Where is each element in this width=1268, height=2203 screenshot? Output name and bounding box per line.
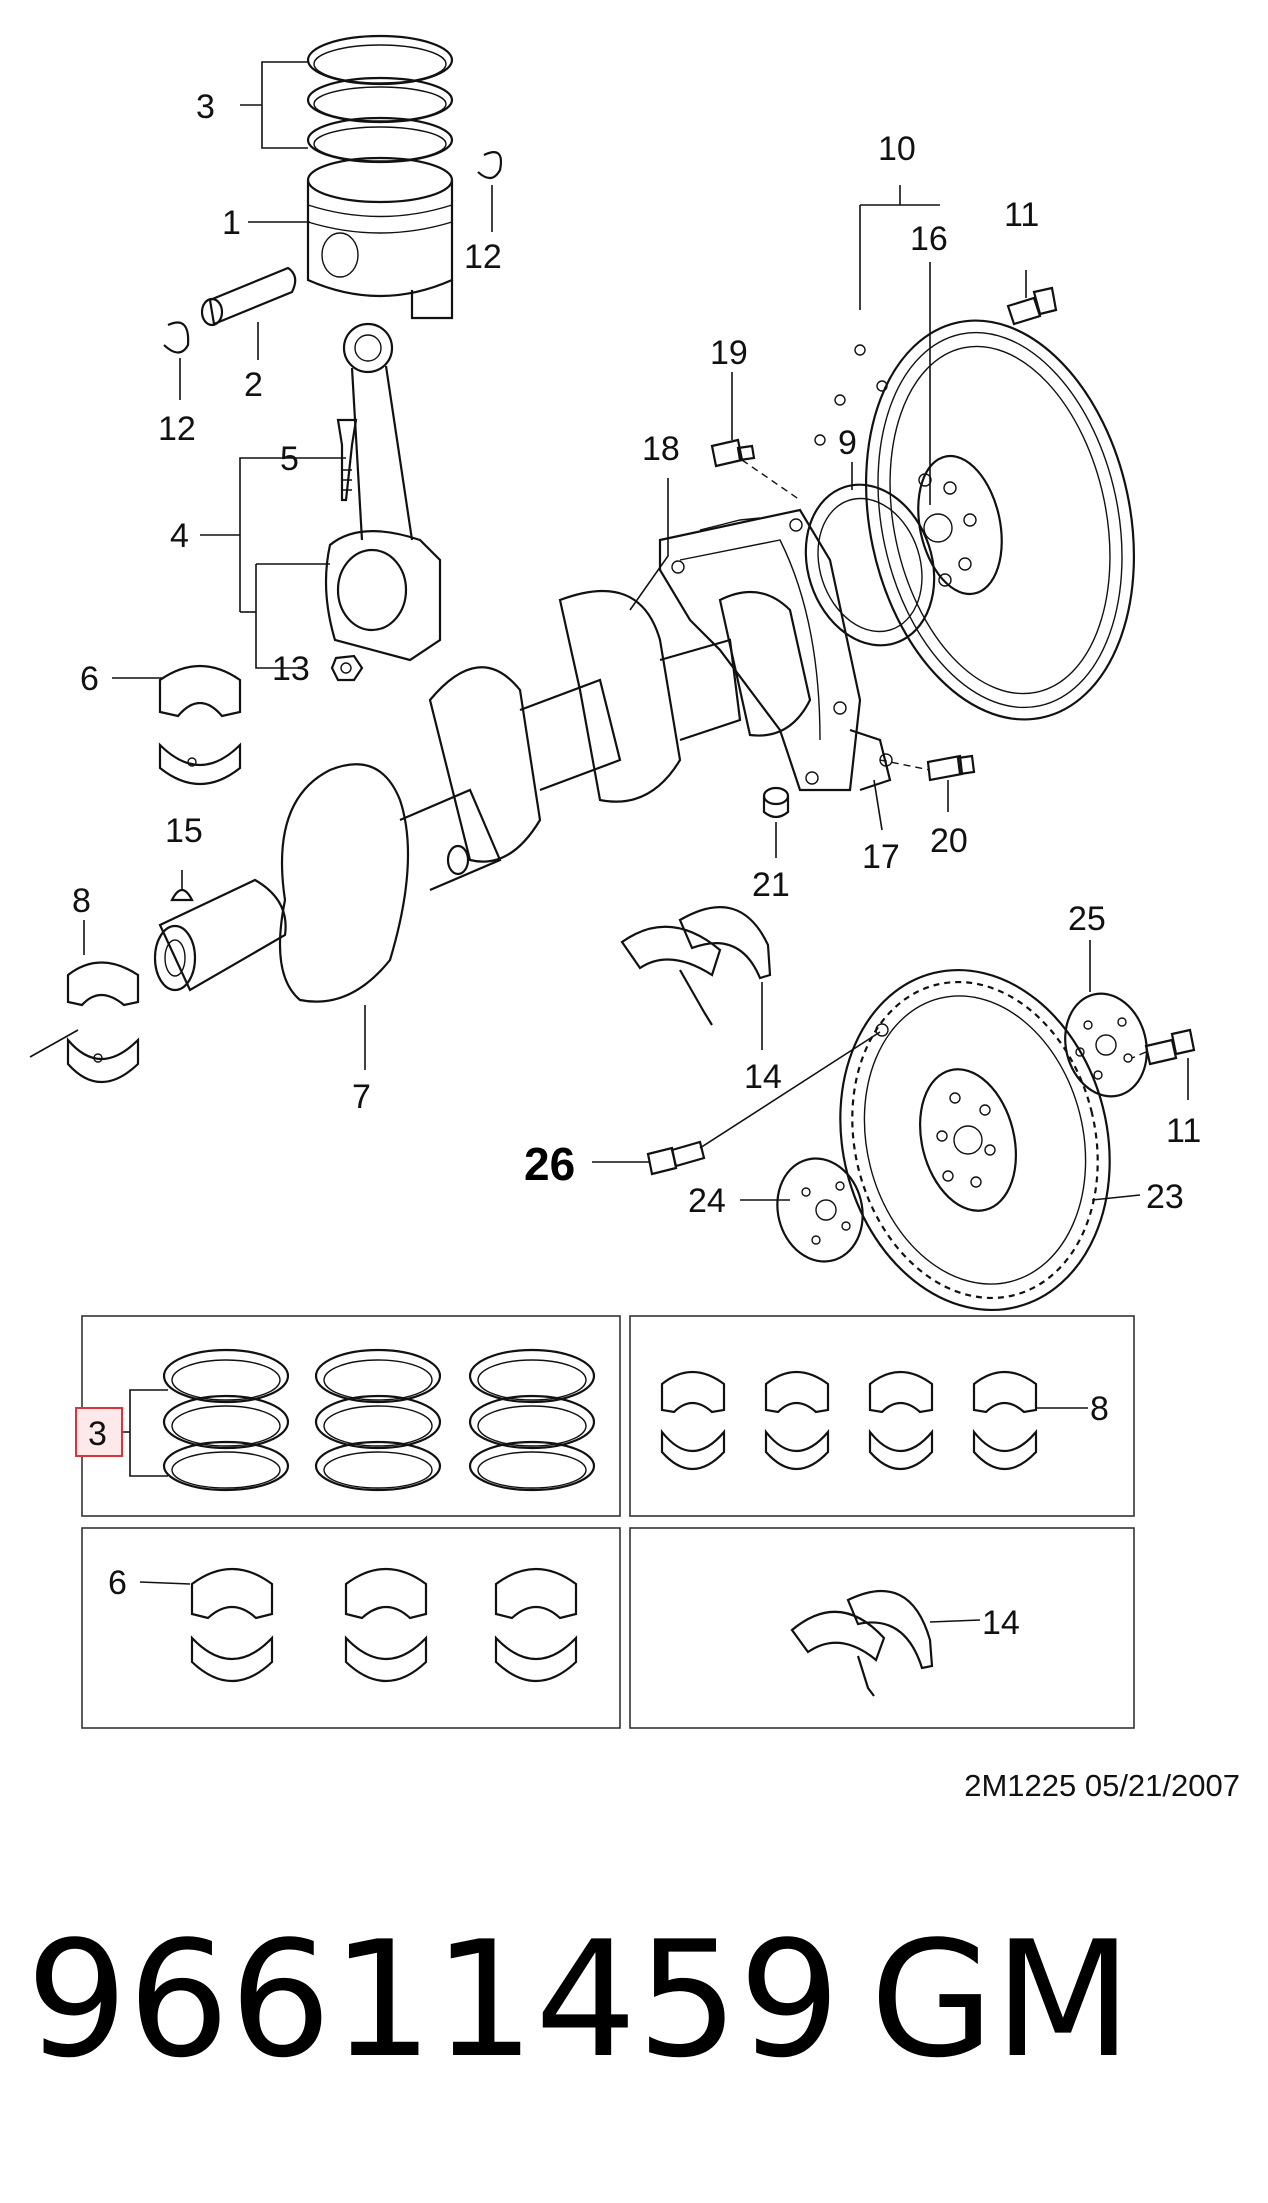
kit-panel-main-bearings xyxy=(629,1315,1135,1517)
kit-panel-thrust-washers xyxy=(629,1527,1135,1729)
callout-9: 9 xyxy=(838,424,857,462)
callout-1: 1 xyxy=(222,204,241,242)
rod-bearing-kit xyxy=(190,1567,578,1682)
highlighted-callout-box[interactable] xyxy=(75,1407,123,1457)
diagram-stamp: 2M1225 05/21/2007 xyxy=(964,1768,1240,1803)
callout-4: 4 xyxy=(170,517,189,555)
ring-gear xyxy=(839,968,1111,1312)
spacer-24 xyxy=(776,1157,864,1263)
thrust-washers xyxy=(620,906,772,1026)
woodruff-key xyxy=(170,888,194,902)
callout-14-kit: 14 xyxy=(982,1604,1020,1642)
callout-11-upper: 11 xyxy=(1004,196,1039,234)
callout-24: 24 xyxy=(688,1182,726,1220)
bolt-19 xyxy=(710,438,756,468)
callout-5: 5 xyxy=(280,440,299,478)
callout-8: 8 xyxy=(72,882,91,920)
callout-12-left: 12 xyxy=(158,410,196,448)
callout-17: 17 xyxy=(862,838,900,876)
bolt-20 xyxy=(926,754,976,782)
piston xyxy=(306,156,454,320)
rod-bolt xyxy=(336,418,358,502)
callout-26: 26 xyxy=(524,1138,575,1190)
callout-6: 6 xyxy=(80,660,99,698)
part-number: 96611459 xyxy=(26,1906,841,2093)
callout-15: 15 xyxy=(165,812,203,850)
rings-kit xyxy=(162,1348,596,1492)
rod-nut xyxy=(330,654,364,682)
callout-18: 18 xyxy=(642,430,680,468)
callout-16: 16 xyxy=(910,220,948,258)
main-bearing-left xyxy=(66,961,140,1084)
circlip-right xyxy=(477,151,502,180)
callout-20: 20 xyxy=(930,822,968,860)
callout-6-kit: 6 xyxy=(108,1564,127,1602)
callout-25: 25 xyxy=(1068,900,1106,938)
callout-19: 19 xyxy=(710,334,748,372)
connecting-rod xyxy=(324,322,442,662)
seal-housing xyxy=(658,508,862,792)
bolt-26 xyxy=(646,1140,706,1176)
rear-oil-seal xyxy=(804,483,936,647)
callout-23: 23 xyxy=(1146,1178,1184,1216)
flywheel xyxy=(814,319,1136,721)
callout-10: 10 xyxy=(878,130,916,168)
kit-panel-rod-bearings xyxy=(81,1527,621,1729)
callout-2: 2 xyxy=(244,366,263,404)
piston-pin xyxy=(200,266,297,327)
bolt-11-upper xyxy=(1006,286,1058,326)
callout-3-kit[interactable]: 3 xyxy=(88,1415,107,1453)
callout-12-right: 12 xyxy=(464,238,502,276)
rod-bearing-upper xyxy=(158,664,242,786)
callout-8-kit: 8 xyxy=(1090,1390,1109,1428)
crankshaft xyxy=(153,590,812,1003)
thrust-washer-kit xyxy=(790,1590,934,1697)
circlip-left xyxy=(163,321,190,354)
callout-14: 14 xyxy=(744,1058,782,1096)
callout-7: 7 xyxy=(352,1078,371,1116)
bolt-11-lower xyxy=(1144,1028,1196,1066)
callout-11-lower: 11 xyxy=(1166,1112,1201,1150)
part-footer: 96611459 GM xyxy=(0,1905,1268,2115)
gasket xyxy=(699,517,893,792)
main-bearing-kit xyxy=(660,1371,1038,1471)
callout-3: 3 xyxy=(196,88,215,126)
callout-21: 21 xyxy=(752,866,790,904)
callout-13: 13 xyxy=(272,650,310,688)
piston-rings xyxy=(306,34,454,164)
brand-name: GM xyxy=(870,1906,1133,2093)
dowel-21 xyxy=(762,786,790,819)
adapter-plate-25 xyxy=(1064,992,1148,1098)
